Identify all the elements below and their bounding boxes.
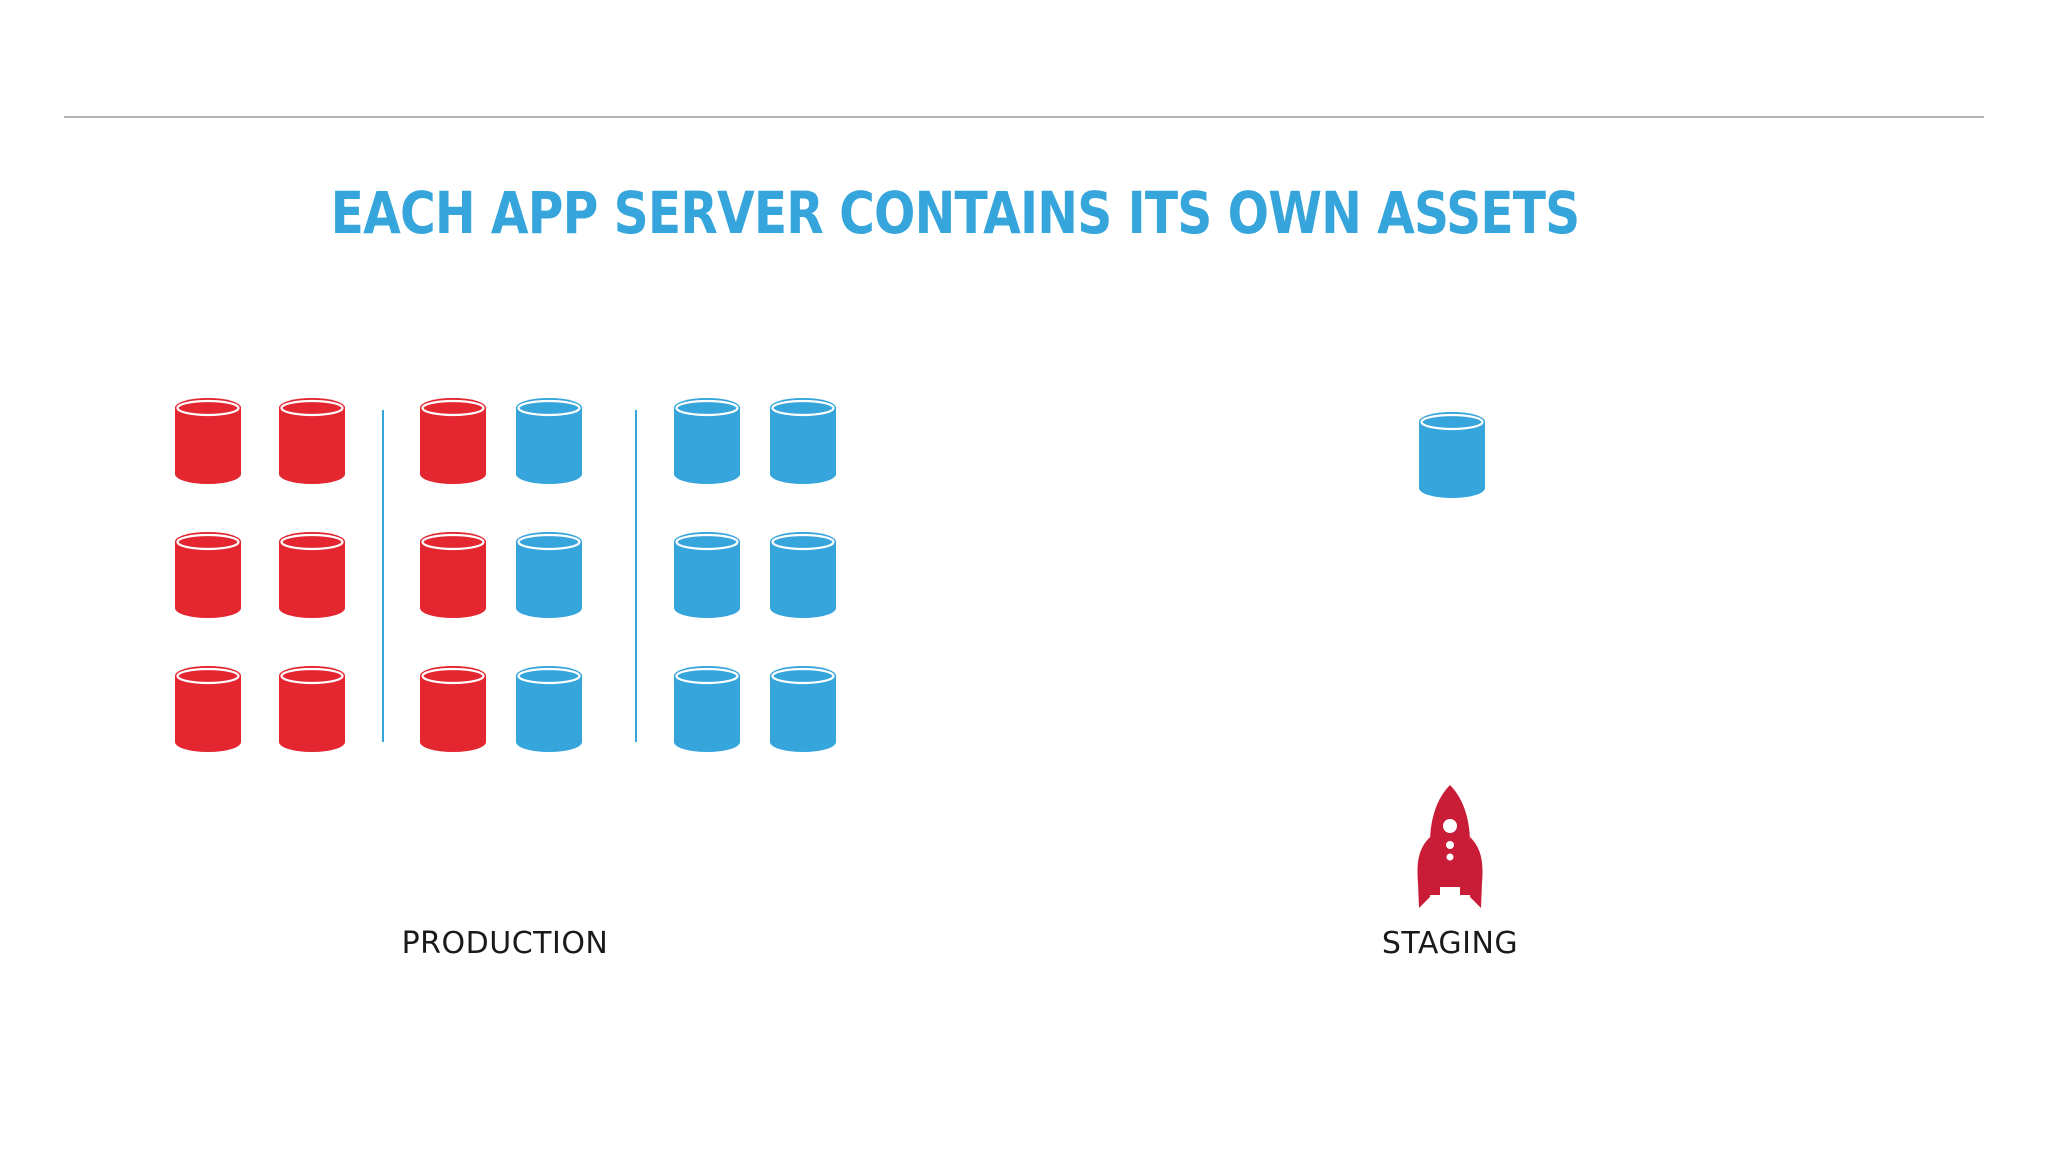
server-cylinder bbox=[770, 532, 836, 618]
server-cylinder bbox=[674, 398, 740, 484]
staging-servers bbox=[1419, 412, 1485, 498]
server-cylinder bbox=[420, 666, 486, 752]
server-cylinder bbox=[770, 398, 836, 484]
rocket-base bbox=[1430, 879, 1470, 895]
staging-label: STAGING bbox=[1381, 926, 1519, 961]
production-label: PRODUCTION bbox=[401, 926, 609, 961]
rocket-window-small bbox=[1446, 853, 1454, 861]
server-cylinder bbox=[279, 532, 345, 618]
server-cylinder bbox=[175, 532, 241, 618]
rocket-window-medium bbox=[1446, 841, 1454, 849]
server-cylinder bbox=[420, 532, 486, 618]
rocket-right-fin bbox=[1470, 837, 1483, 908]
server-cylinder bbox=[516, 532, 582, 618]
server-cylinder bbox=[516, 398, 582, 484]
server-cylinder bbox=[674, 532, 740, 618]
production-servers bbox=[175, 398, 836, 752]
server-cylinder bbox=[1419, 412, 1485, 498]
server-cylinder bbox=[516, 666, 582, 752]
server-cylinder bbox=[279, 398, 345, 484]
server-cylinder bbox=[175, 666, 241, 752]
header-divider bbox=[64, 116, 1984, 118]
rocket-window-large bbox=[1443, 819, 1457, 833]
slide-title: EACH APP SERVER CONTAINS ITS OWN ASSETS bbox=[330, 179, 1581, 247]
server-cylinder bbox=[175, 398, 241, 484]
server-cylinder bbox=[770, 666, 836, 752]
rocket-icon bbox=[1417, 785, 1483, 908]
server-cylinder bbox=[674, 666, 740, 752]
server-cylinder bbox=[420, 398, 486, 484]
rocket-left-fin bbox=[1417, 837, 1430, 908]
server-cylinder bbox=[279, 666, 345, 752]
